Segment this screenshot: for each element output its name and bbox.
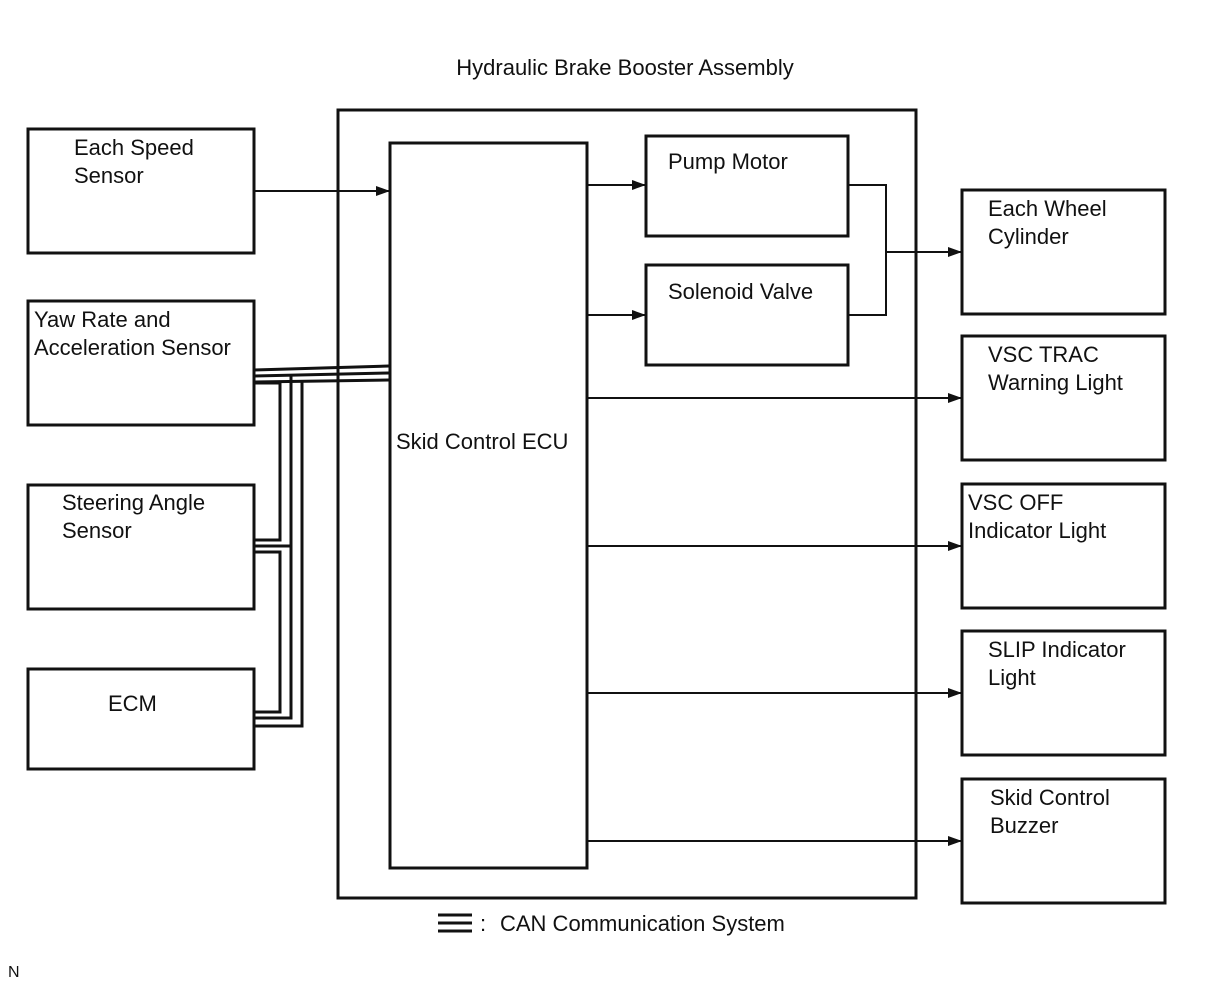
steering-angle-sensor-block: Steering Angle Sensor bbox=[26, 483, 256, 611]
can-legend: : CAN Communication System bbox=[438, 911, 785, 936]
skid-control-ecu-label: Skid Control ECU bbox=[396, 429, 568, 454]
can-legend-label: CAN Communication System bbox=[500, 911, 785, 936]
yaw-rate-sensor-block: Yaw Rate and Acceleration Sensor bbox=[26, 299, 256, 427]
yaw-rate-sensor-label: Yaw Rate and Acceleration Sensor bbox=[34, 307, 231, 360]
can-legend-separator: : bbox=[480, 911, 486, 936]
vsc-off-indicator-light-label-line-1: VSC OFF bbox=[968, 490, 1063, 515]
can-bus-wiring bbox=[253, 364, 390, 728]
skid-control-buzzer-block: Skid Control Buzzer bbox=[960, 777, 1167, 905]
wheel-cylinder-label-line-2: Cylinder bbox=[988, 224, 1069, 249]
vsc-off-indicator-light-label-line-2: Indicator Light bbox=[968, 518, 1106, 543]
speed-sensor-label-line-1: Each Speed bbox=[74, 135, 194, 160]
steering-angle-sensor-label-line-2: Sensor bbox=[62, 518, 132, 543]
steering-angle-sensor-label-line-1: Steering Angle bbox=[62, 490, 205, 515]
vsc-trac-warning-light-label-line-2: Warning Light bbox=[988, 370, 1123, 395]
solenoid-valve-label: Solenoid Valve bbox=[668, 279, 813, 304]
vsc-off-indicator-light-block: VSC OFF Indicator Light bbox=[960, 482, 1167, 610]
speed-sensor-label-line-2: Sensor bbox=[74, 163, 144, 188]
slip-indicator-light-label-line-1: SLIP Indicator bbox=[988, 637, 1126, 662]
solenoid-valve-block: Solenoid Valve bbox=[644, 263, 850, 367]
speed-sensor-label: Each Speed Sensor bbox=[74, 135, 200, 188]
skid-control-ecu-block: Skid Control ECU bbox=[388, 141, 589, 870]
yaw-rate-sensor-label-line-1: Yaw Rate and bbox=[34, 307, 171, 332]
slip-indicator-light-label-line-2: Light bbox=[988, 665, 1036, 690]
pump-motor-block: Pump Motor bbox=[644, 134, 850, 238]
wheel-cylinder-label: Each Wheel Cylinder bbox=[988, 196, 1113, 249]
skid-control-buzzer-label-line-2: Buzzer bbox=[990, 813, 1058, 838]
yaw-rate-sensor-label-line-2: Acceleration Sensor bbox=[34, 335, 231, 360]
slip-indicator-light-label: SLIP Indicator Light bbox=[988, 637, 1132, 690]
diagram-title: Hydraulic Brake Booster Assembly bbox=[456, 55, 793, 80]
wheel-cylinder-block: Each Wheel Cylinder bbox=[960, 188, 1167, 316]
skid-control-buzzer-label: Skid Control Buzzer bbox=[990, 785, 1116, 838]
skid-control-buzzer-label-line-1: Skid Control bbox=[990, 785, 1110, 810]
vsc-trac-warning-light-label-line-1: VSC TRAC bbox=[988, 342, 1099, 367]
steering-angle-sensor-label: Steering Angle Sensor bbox=[62, 490, 211, 543]
wheel-cylinder-label-line-1: Each Wheel bbox=[988, 196, 1107, 221]
ecm-block: ECM bbox=[26, 667, 256, 771]
can-legend-symbol bbox=[438, 913, 472, 933]
vsc-trac-warning-light-label: VSC TRAC Warning Light bbox=[988, 342, 1123, 395]
corner-mark: N bbox=[8, 964, 20, 981]
pump-motor-label: Pump Motor bbox=[668, 149, 788, 174]
speed-sensor-block: Each Speed Sensor bbox=[26, 127, 256, 255]
ecm-label: ECM bbox=[108, 691, 157, 716]
actuators-merge-line bbox=[848, 184, 887, 316]
vsc-off-indicator-light-label: VSC OFF Indicator Light bbox=[968, 490, 1106, 543]
brake-booster-assembly-frame bbox=[336, 108, 918, 900]
slip-indicator-light-block: SLIP Indicator Light bbox=[960, 629, 1167, 757]
vsc-trac-warning-light-block: VSC TRAC Warning Light bbox=[960, 334, 1167, 462]
